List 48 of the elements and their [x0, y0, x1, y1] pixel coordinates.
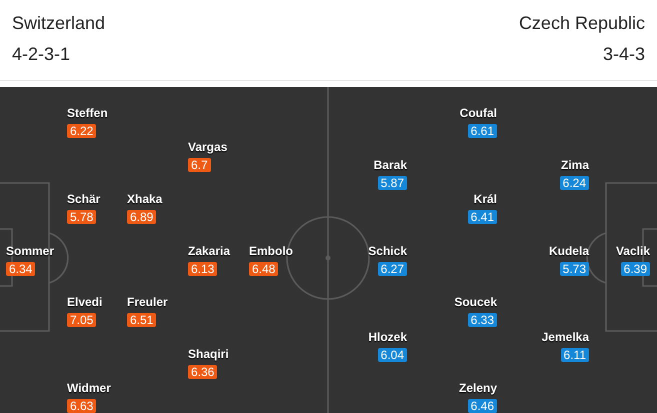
- rating-badge: 6.7: [188, 158, 211, 172]
- rating-badge: 6.33: [468, 313, 497, 327]
- player-name: Elvedi: [67, 295, 102, 309]
- rating-badge: 6.63: [67, 399, 96, 413]
- rating-badge: 6.41: [468, 210, 497, 224]
- player-name: Embolo: [249, 244, 293, 258]
- player-name: Vaclik: [616, 244, 650, 258]
- rating-badge: 6.34: [6, 262, 36, 276]
- player-name: Schick: [368, 244, 407, 258]
- player-name: Zima: [560, 158, 589, 172]
- rating-badge: 6.11: [560, 348, 589, 362]
- player-name: Kudela: [548, 244, 589, 258]
- rating-badge: 6.04: [378, 348, 407, 362]
- rating-badge: 5.73: [560, 262, 589, 276]
- player-name: Coufal: [460, 106, 497, 120]
- player-name: Widmer: [67, 381, 111, 395]
- player-name: Soucek: [454, 295, 497, 309]
- team-name: Switzerland: [12, 12, 106, 34]
- rating-badge: 6.46: [468, 399, 497, 413]
- player-name: Xhaka: [127, 192, 162, 206]
- player-name: Král: [474, 192, 497, 206]
- rating-badge: 6.61: [468, 124, 497, 138]
- rating-badge: 6.13: [188, 262, 218, 276]
- rating-badge: 6.51: [127, 313, 156, 327]
- player-name: Freuler: [127, 295, 168, 309]
- rating-badge: 6.24: [560, 176, 589, 190]
- team-name: Czech Republic: [518, 12, 645, 34]
- rating-badge: 7.05: [67, 313, 96, 327]
- player-name: Zeleny: [458, 381, 497, 395]
- rating-badge: 6.48: [249, 262, 278, 276]
- player-name: Shaqiri: [188, 347, 229, 361]
- formation-text: 3-4-3: [602, 43, 645, 65]
- player-name: Barak: [374, 158, 407, 172]
- player-name: Steffen: [67, 106, 108, 120]
- rating-badge: 5.78: [67, 210, 96, 224]
- rating-badge: 6.39: [620, 262, 650, 276]
- rating-badge: 5.87: [378, 176, 407, 190]
- player-name: Zakaria: [188, 244, 230, 258]
- player-name: Sommer: [6, 244, 54, 258]
- player-name: Schär: [67, 192, 100, 206]
- rating-badge: 6.36: [188, 365, 218, 379]
- rating-badge: 6.22: [67, 124, 96, 138]
- player-name: Jemelka: [542, 330, 589, 344]
- player-name: Vargas: [188, 140, 228, 154]
- player-name: Hlozek: [368, 330, 407, 344]
- formation-text: 4-2-3-1: [12, 43, 70, 65]
- rating-badge: 6.27: [378, 262, 407, 276]
- rating-badge: 6.89: [127, 210, 156, 224]
